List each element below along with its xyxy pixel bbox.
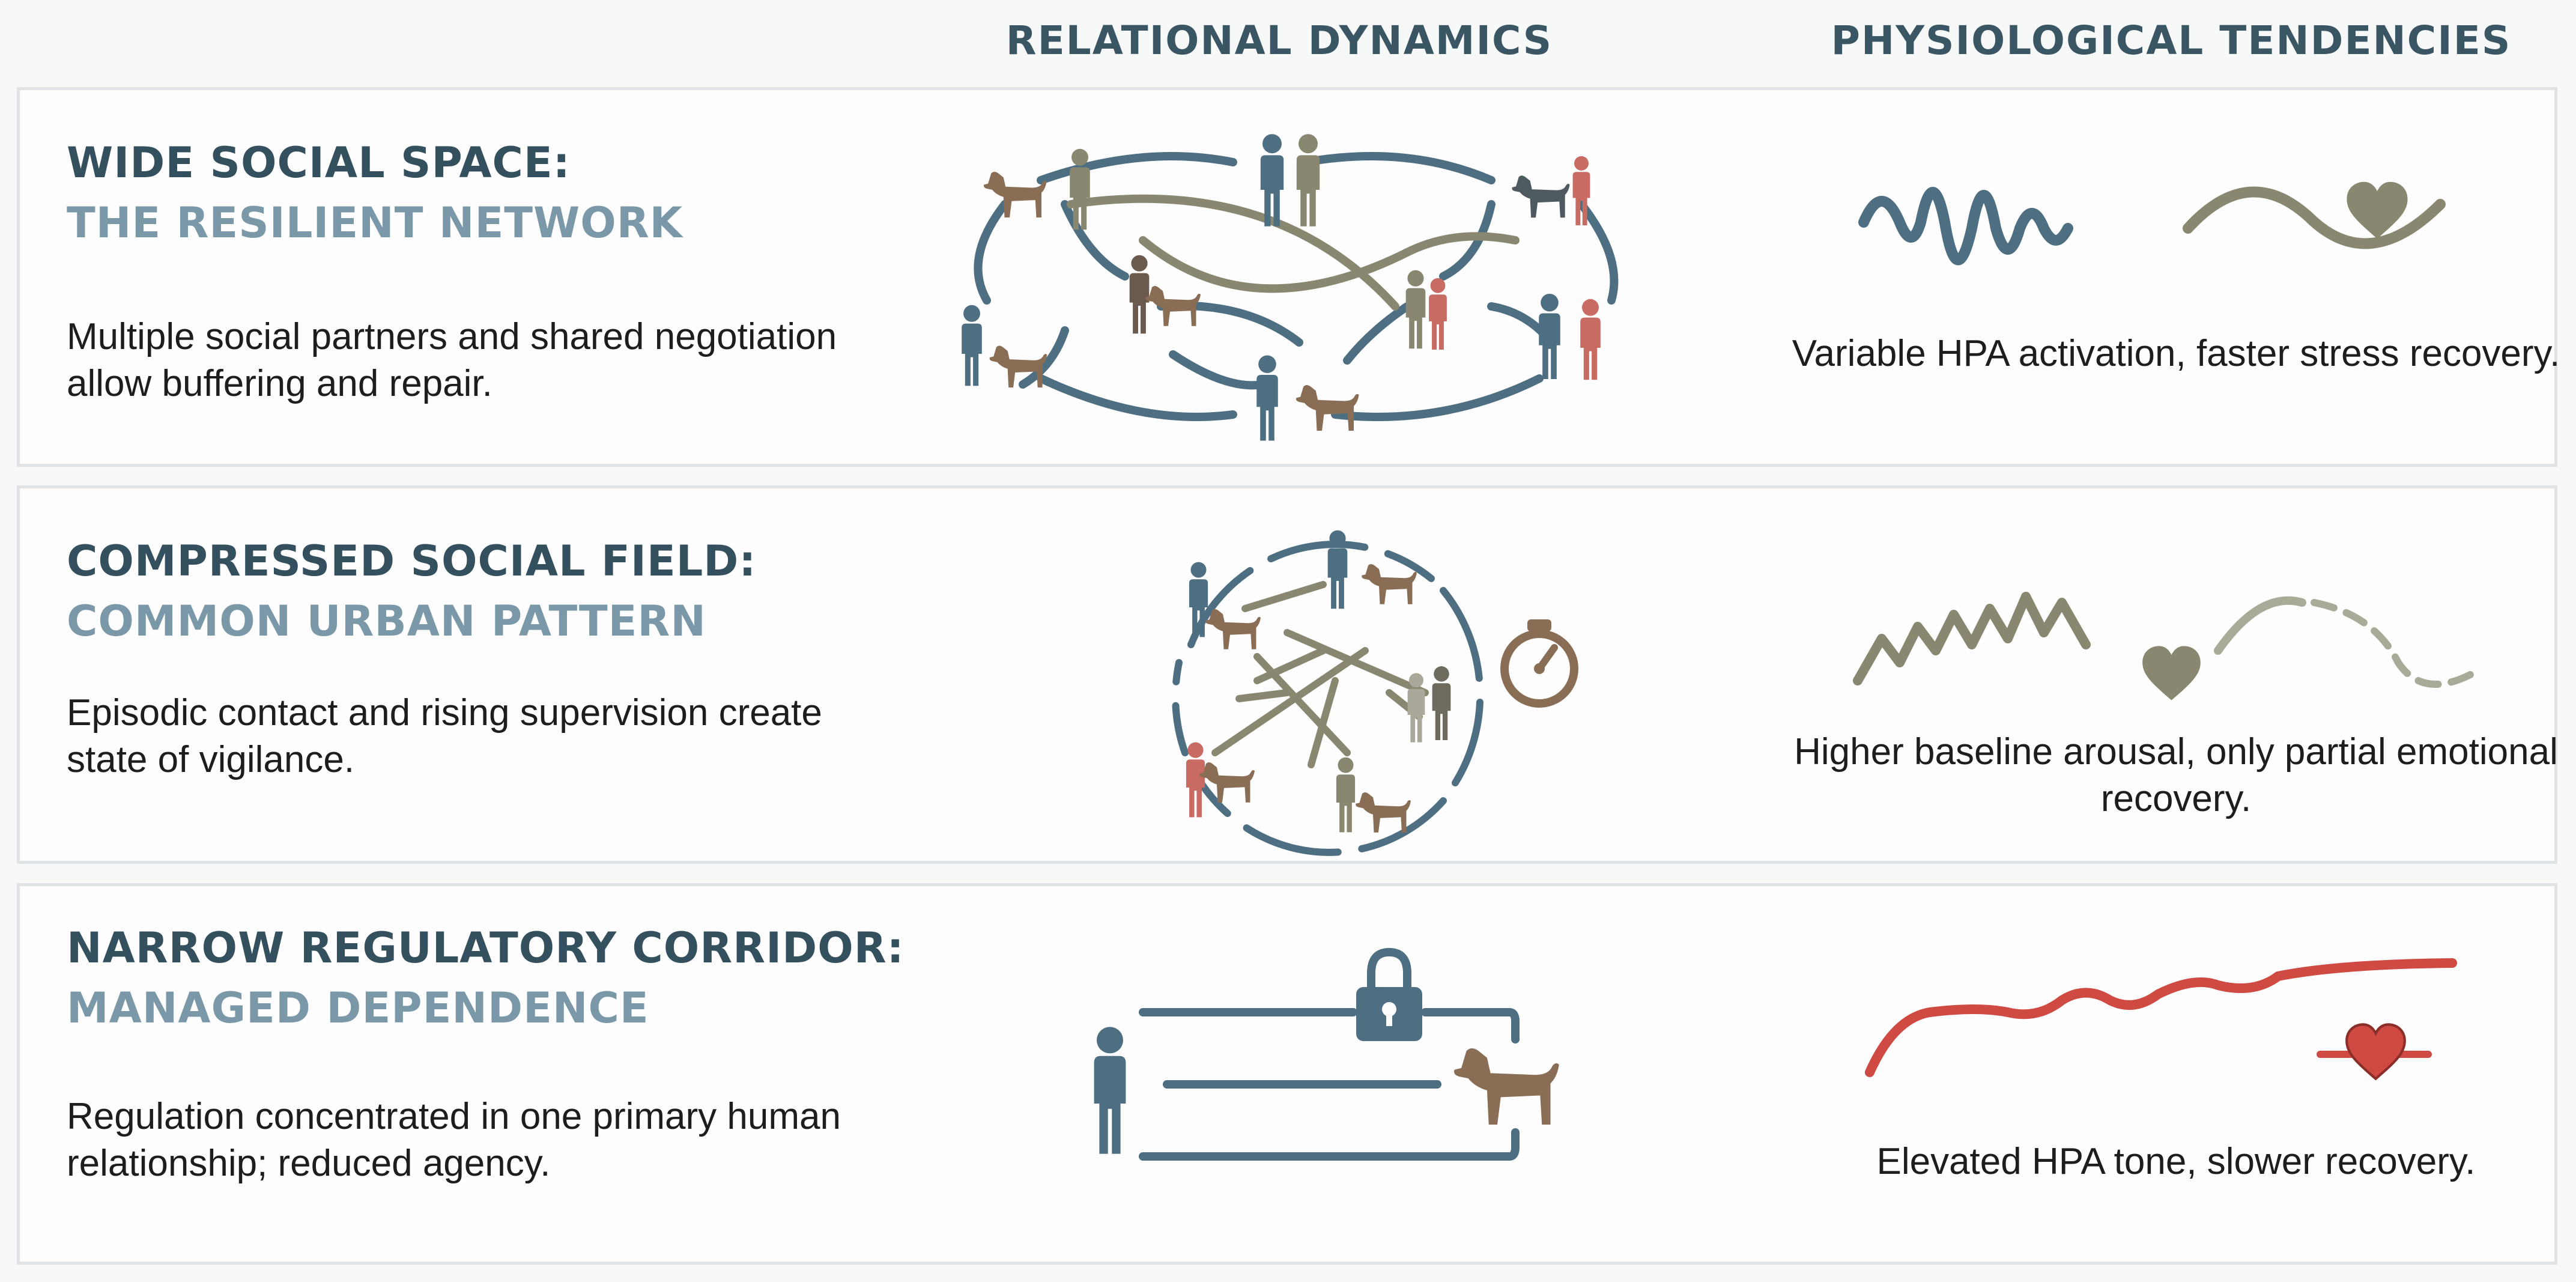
- person-icon: [1296, 134, 1320, 226]
- person-icon: [1407, 673, 1425, 743]
- person-icon: [1186, 742, 1205, 818]
- physiological-tendencies-header: PHYSIOLOGICAL TENDENCIES: [1831, 17, 2512, 64]
- person-icon: [1336, 757, 1356, 833]
- heart-icon: [2142, 646, 2201, 700]
- person-icon: [962, 305, 982, 386]
- person-icon: [1260, 134, 1284, 226]
- heart-icon: [2347, 1024, 2405, 1078]
- person-icon: [1094, 1027, 1126, 1154]
- person-icon: [1432, 666, 1451, 740]
- row-title: COMPRESSED SOCIAL FIELD:: [67, 536, 757, 586]
- dog-icon: [1145, 286, 1201, 326]
- compressed-social-field-panel: COMPRESSED SOCIAL FIELD: COMMON URBAN PA…: [17, 485, 2558, 864]
- row-subtitle: MANAGED DEPENDENCE: [67, 983, 649, 1033]
- regulatory-corridor-diagram: [1094, 947, 1559, 1161]
- compressed-network-diagram: [1172, 530, 1578, 856]
- row-physiology: Higher baseline arousal, only partial em…: [1794, 731, 2558, 819]
- person-icon: [1539, 293, 1560, 380]
- row-subtitle: THE RESILIENT NETWORK: [67, 198, 683, 248]
- person-icon: [1429, 278, 1447, 350]
- person-icon: [1327, 530, 1348, 609]
- relational-dynamics-header: RELATIONAL DYNAMICS: [1005, 17, 1553, 64]
- dog-icon: [1205, 609, 1261, 649]
- dog-icon: [1356, 792, 1411, 833]
- dog-icon: [1362, 564, 1417, 604]
- row-title: NARROW REGULATORY CORRIDOR:: [67, 923, 905, 973]
- padlock-icon: [1356, 947, 1422, 1041]
- arousal-recovery-waves: [1853, 592, 2474, 700]
- person-icon: [1580, 299, 1601, 380]
- dog-icon: [1512, 175, 1570, 218]
- person-icon: [1129, 255, 1150, 334]
- dog-icon: [1296, 384, 1359, 431]
- hpa-variability-waves: [1858, 181, 2446, 266]
- dog-icon: [1454, 1048, 1559, 1125]
- person-icon: [1256, 355, 1278, 441]
- row-description: Episodic contact and rising supervision …: [67, 692, 822, 780]
- elevated-tone-wave: [1865, 958, 2457, 1108]
- row-description: Multiple social partners and shared nego…: [67, 316, 837, 404]
- row-physiology: Variable HPA activation, faster stress r…: [1792, 333, 2560, 374]
- row-title: WIDE SOCIAL SPACE:: [67, 138, 571, 187]
- person-icon: [1405, 270, 1426, 349]
- row-description: Regulation concentrated in one primary h…: [67, 1096, 841, 1184]
- row-subtitle: COMMON URBAN PATTERN: [67, 597, 706, 646]
- wide-social-space-panel: WIDE SOCIAL SPACE: THE RESILIENT NETWORK…: [17, 87, 2560, 467]
- dog-icon: [989, 345, 1047, 388]
- row-physiology: Elevated HPA tone, slower recovery.: [1876, 1141, 2476, 1182]
- narrow-regulatory-corridor-panel: NARROW REGULATORY CORRIDOR: MANAGED DEPE…: [17, 883, 2557, 1265]
- stopwatch-icon: [1500, 619, 1578, 708]
- resilient-network-diagram: [962, 134, 1619, 441]
